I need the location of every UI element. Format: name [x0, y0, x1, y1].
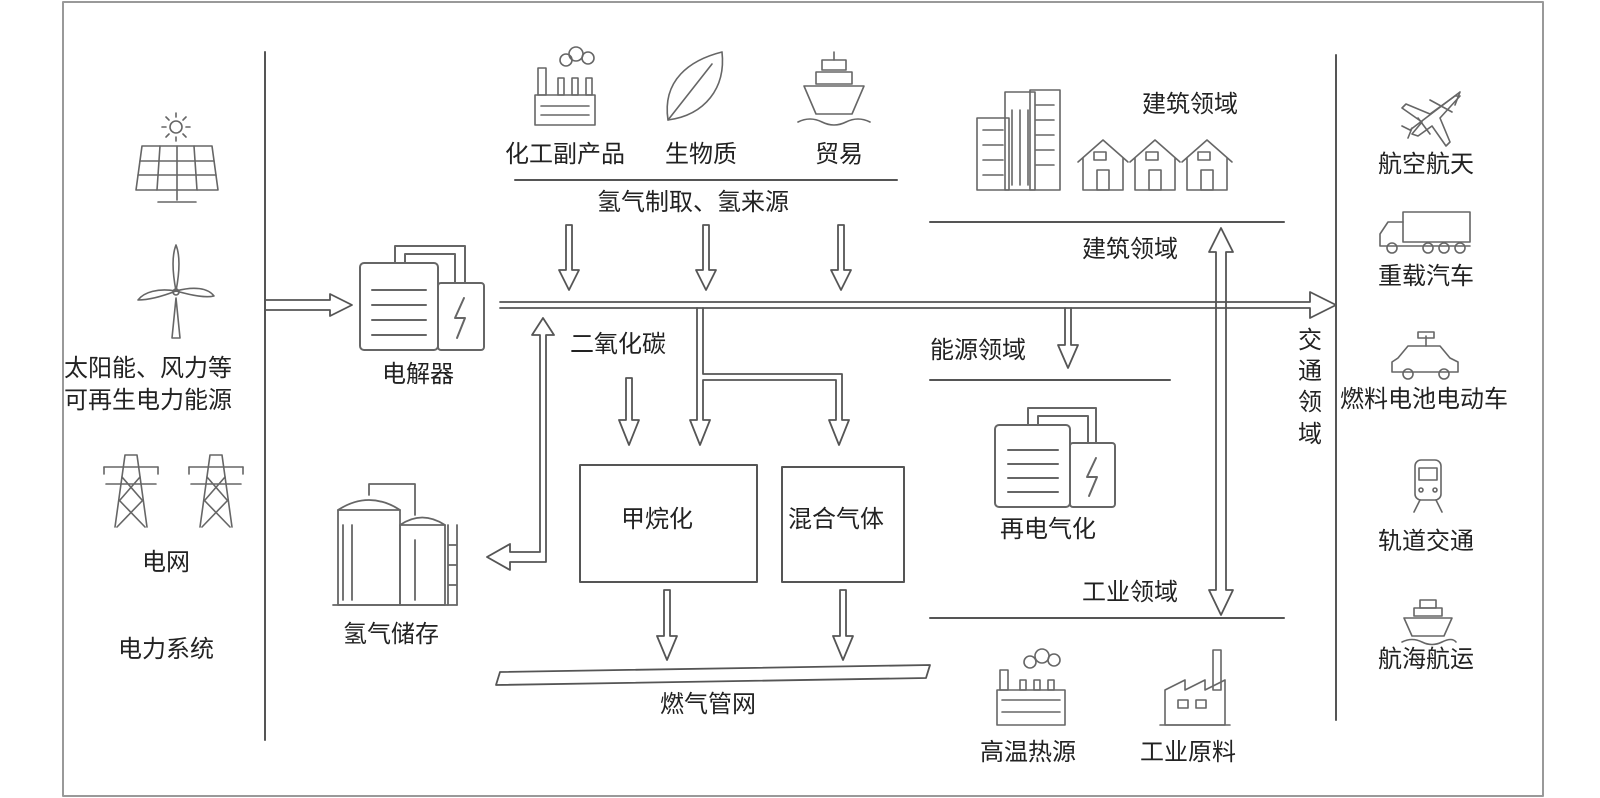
methanation-label: 甲烷化 — [621, 505, 693, 533]
houses-icon — [1077, 139, 1233, 191]
renewables-label-line1: 太阳能、风力等 — [64, 354, 232, 382]
co2-label: 二氧化碳 — [570, 330, 666, 358]
train-icon — [1413, 459, 1443, 513]
electric-car-icon — [1391, 331, 1459, 380]
trade-label: 贸易 — [815, 140, 863, 168]
buildings-icon — [976, 89, 1061, 191]
energy-branch-arrow — [1057, 307, 1079, 369]
factory-icon — [534, 46, 596, 126]
methanation-box — [579, 464, 758, 583]
chemical-byproduct-label: 化工副产品 — [505, 140, 625, 168]
electrolyzer-label: 电解器 — [382, 360, 454, 388]
rail-label: 轨道交通 — [1378, 527, 1474, 555]
high-temp-heat-label: 高温热源 — [980, 738, 1076, 766]
leaf-icon — [666, 51, 724, 121]
outer-frame — [62, 1, 1544, 797]
truck-icon — [1379, 211, 1471, 254]
aviation-label: 航空航天 — [1378, 150, 1474, 178]
hydrogen-sources-title: 氢气制取、氢来源 — [597, 188, 789, 216]
electrolyzer-icon — [359, 245, 485, 351]
source-arrow — [830, 224, 852, 291]
industry-sector-label: 工业领域 — [1082, 578, 1178, 606]
power-system-title: 电力系统 — [118, 635, 214, 663]
grid-label: 电网 — [142, 548, 190, 576]
industrial-raw-material-label: 工业原料 — [1140, 738, 1236, 766]
building-sector-label-top: 建筑领域 — [1142, 90, 1238, 118]
airplane-icon — [1401, 91, 1461, 147]
shipping-label: 航海航运 — [1378, 645, 1474, 673]
ship-icon — [797, 51, 871, 126]
branch-line — [689, 307, 850, 446]
gas-mix-label: 混合气体 — [788, 505, 884, 533]
building-sector-label: 建筑领域 — [1082, 235, 1178, 263]
storage-arrow — [486, 317, 555, 571]
heavy-truck-label: 重载汽车 — [1378, 262, 1474, 290]
hydrogen-storage-label: 氢气储存 — [343, 620, 439, 648]
reelectrification-label: 再电气化 — [1000, 515, 1096, 543]
co2-arrow — [618, 377, 640, 446]
wind-turbine-icon — [137, 244, 215, 339]
building-industry-arrow — [1208, 227, 1234, 616]
solar-panel-icon — [135, 112, 219, 203]
hydrogen-storage-icon — [332, 483, 458, 606]
factory-building-icon — [1159, 649, 1231, 726]
mix-to-pipeline-arrow — [832, 589, 854, 661]
biomass-label: 生物质 — [665, 140, 737, 168]
power-to-electrolyzer-arrow — [264, 293, 353, 317]
fcev-label: 燃料电池电动车 — [1340, 385, 1508, 413]
source-arrow — [695, 224, 717, 291]
gas-pipeline-shape — [495, 664, 931, 686]
gas-mix-box — [781, 466, 905, 583]
main-hydrogen-line — [499, 291, 1337, 319]
energy-sector-label: 能源领域 — [930, 336, 1026, 364]
industrial-plant-icon — [996, 648, 1066, 726]
cruise-ship-icon — [1401, 599, 1457, 646]
reelectrification-icon — [994, 407, 1116, 508]
methanation-to-pipeline-arrow — [656, 589, 678, 661]
gas-network-label: 燃气管网 — [660, 690, 756, 718]
power-tower-icon — [103, 454, 244, 528]
renewables-label-line2: 可再生电力能源 — [64, 386, 232, 414]
transport-sector-label: 交通领域 — [1298, 326, 1322, 448]
source-arrow — [558, 224, 580, 291]
